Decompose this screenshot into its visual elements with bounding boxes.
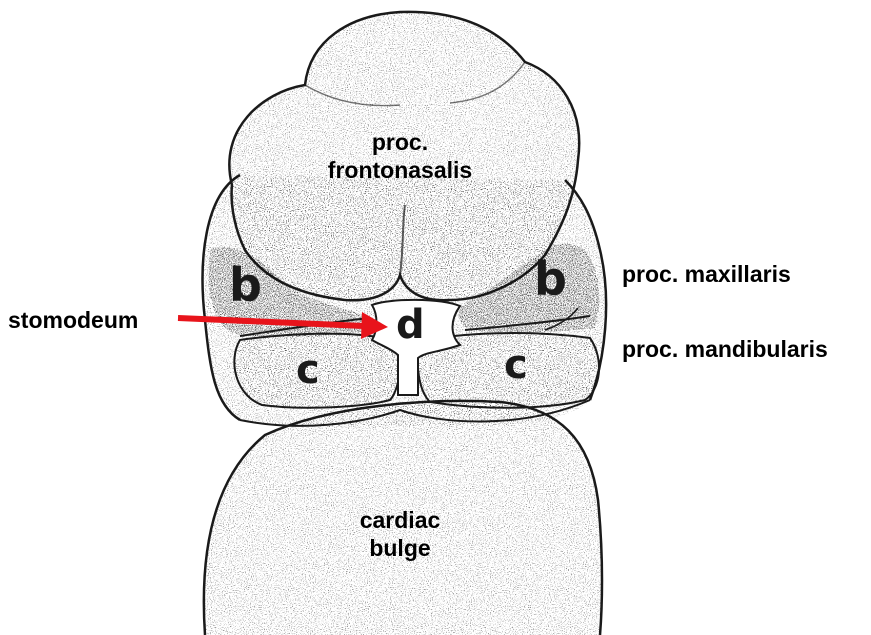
- label-cardiac-bulge: cardiac bulge: [325, 506, 475, 562]
- label-cardiac-line2: bulge: [325, 534, 475, 562]
- label-frontonasalis: proc. frontonasalis: [300, 128, 500, 184]
- letter-b-right: b: [534, 256, 567, 302]
- label-mandibularis: proc. mandibularis: [622, 335, 828, 363]
- label-frontonasalis-line1: proc.: [300, 128, 500, 156]
- letter-b-left: b: [229, 262, 262, 308]
- label-maxillaris: proc. maxillaris: [622, 260, 791, 288]
- label-frontonasalis-line2: frontonasalis: [300, 156, 500, 184]
- label-stomodeum: stomodeum: [8, 306, 138, 334]
- letter-d: d: [396, 305, 425, 345]
- letter-c-right: c: [504, 345, 528, 385]
- label-cardiac-line1: cardiac: [325, 506, 475, 534]
- letter-c-left: c: [296, 350, 320, 390]
